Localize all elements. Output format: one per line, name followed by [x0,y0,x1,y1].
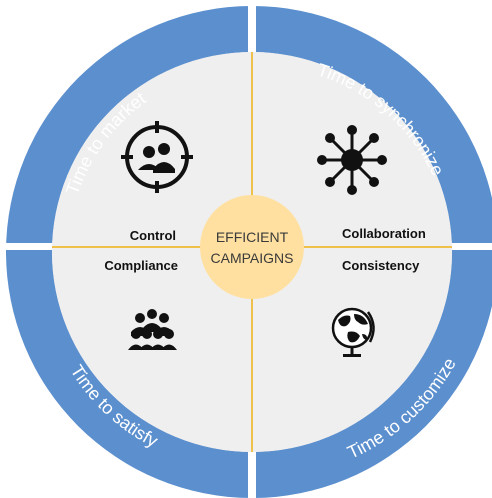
network-hub-icon [317,125,387,195]
label-consistency: Consistency [342,258,420,273]
group-people-icon [128,309,177,350]
label-control: Control [130,228,176,243]
center-circle [200,195,304,299]
globe-icon [331,307,375,357]
label-compliance: Compliance [104,258,178,273]
center-title-line2: CAMPAIGNS [211,250,294,266]
center-title-line1: EFFICIENT [216,229,289,245]
label-collaboration: Collaboration [342,226,426,241]
target-person-icon [121,121,193,193]
